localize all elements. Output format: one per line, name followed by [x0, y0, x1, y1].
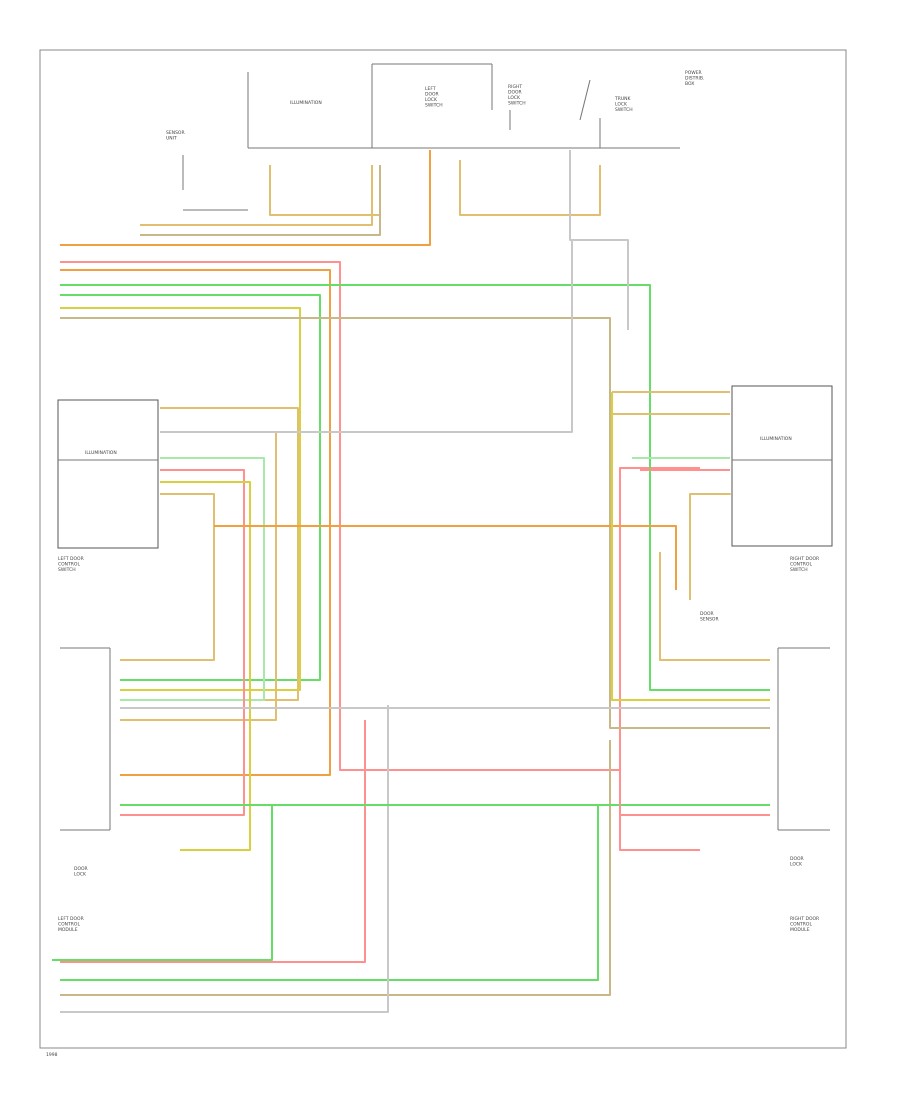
wire-tan-13 [120, 431, 277, 721]
wire-tan-26 [659, 552, 770, 661]
wire-orange-19 [214, 525, 677, 590]
wire-red-29 [60, 720, 366, 963]
wire-brn_wht-3 [140, 165, 381, 236]
wire-tan-0 [269, 165, 381, 216]
wire-green-28 [60, 805, 599, 981]
wire-gry_blk-11 [569, 150, 629, 330]
label-illumination-top: ILLUMINATION [290, 100, 322, 106]
wire-gry_blk-31 [60, 705, 389, 1013]
wire-yel_vio-22 [611, 392, 770, 701]
wire-group [52, 150, 770, 1013]
wire-green-27 [52, 805, 273, 961]
wire-tan-25 [689, 493, 731, 600]
label-illumination-left: ILLUMINATION [85, 450, 117, 456]
wire-red-35 [619, 770, 700, 851]
footer-code: 1998 [46, 1052, 58, 1058]
label-illumination-right: ILLUMINATION [760, 436, 792, 442]
wire-yel_vio-17 [160, 481, 251, 851]
wire-yel_vio-9 [60, 307, 301, 691]
wire-orange-2 [60, 150, 431, 246]
wire-tan-4 [140, 165, 373, 226]
wire-red-5 [60, 261, 700, 771]
wire-gry_blk-14 [160, 240, 573, 433]
wire-brn_wht-10 [60, 317, 770, 729]
wire-red-16 [120, 469, 245, 816]
wire-tan-12 [120, 407, 299, 701]
wire-orange-6 [60, 269, 331, 776]
wire-tan-18 [120, 493, 215, 661]
wire-brn_wht-30 [60, 740, 611, 996]
wire-tan-1 [459, 160, 601, 216]
wire-wht_grn-15 [120, 457, 265, 701]
wire-green-7 [60, 284, 770, 691]
diagram-frame [39, 49, 847, 1049]
wire-green-8 [60, 294, 321, 681]
